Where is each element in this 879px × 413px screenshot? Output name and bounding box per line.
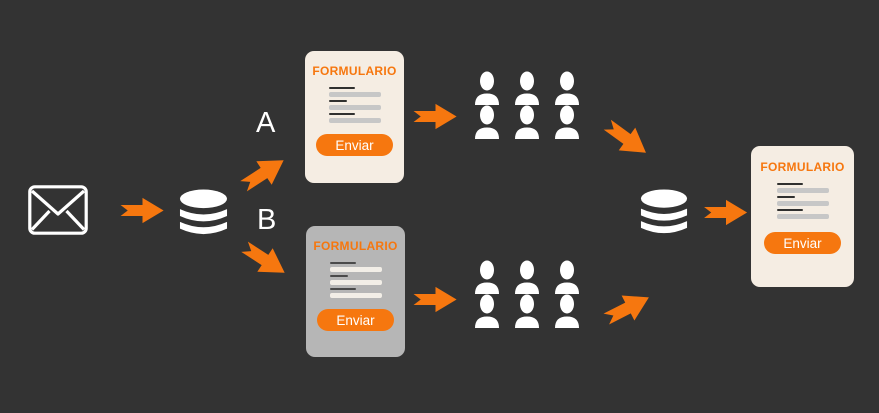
person-icon <box>515 294 539 328</box>
person-icon <box>475 105 499 139</box>
person-icon <box>515 105 539 139</box>
form-title: FORMULARIO <box>760 160 845 174</box>
arrow-icon <box>232 145 297 202</box>
arrow-icon <box>233 232 298 289</box>
database-icon <box>640 189 688 236</box>
person-icon <box>555 71 579 105</box>
branch-b-label: B <box>257 204 277 236</box>
form-card-b: FORMULARIO Enviar <box>306 226 405 357</box>
person-icon <box>475 294 499 328</box>
branch-a-label: A <box>256 107 276 139</box>
arrow-icon <box>595 110 660 168</box>
arrow-icon <box>703 199 749 226</box>
form-title: FORMULARIO <box>312 64 397 78</box>
form-title: FORMULARIO <box>313 239 398 253</box>
enviar-button-b[interactable]: Enviar <box>317 309 394 331</box>
person-icon <box>515 71 539 105</box>
audience-group-a <box>474 71 580 139</box>
person-icon <box>555 260 579 294</box>
person-icon <box>555 294 579 328</box>
arrow-icon <box>412 286 459 313</box>
form-card-result: FORMULARIO Enviar <box>751 146 854 287</box>
form-card-a: FORMULARIO Enviar <box>305 51 404 183</box>
arrow-icon <box>595 281 660 334</box>
person-icon <box>475 260 499 294</box>
audience-group-b <box>474 260 580 328</box>
form-fields-placeholder <box>776 183 829 219</box>
person-icon <box>555 105 579 139</box>
envelope-icon <box>28 185 88 235</box>
enviar-button-a[interactable]: Enviar <box>316 134 393 156</box>
arrow-icon <box>412 103 459 130</box>
person-icon <box>475 71 499 105</box>
enviar-button-result[interactable]: Enviar <box>764 232 841 254</box>
database-icon <box>179 189 228 237</box>
arrow-icon <box>120 197 165 224</box>
person-icon <box>515 260 539 294</box>
form-fields-placeholder <box>328 87 381 123</box>
form-fields-placeholder <box>329 262 382 298</box>
